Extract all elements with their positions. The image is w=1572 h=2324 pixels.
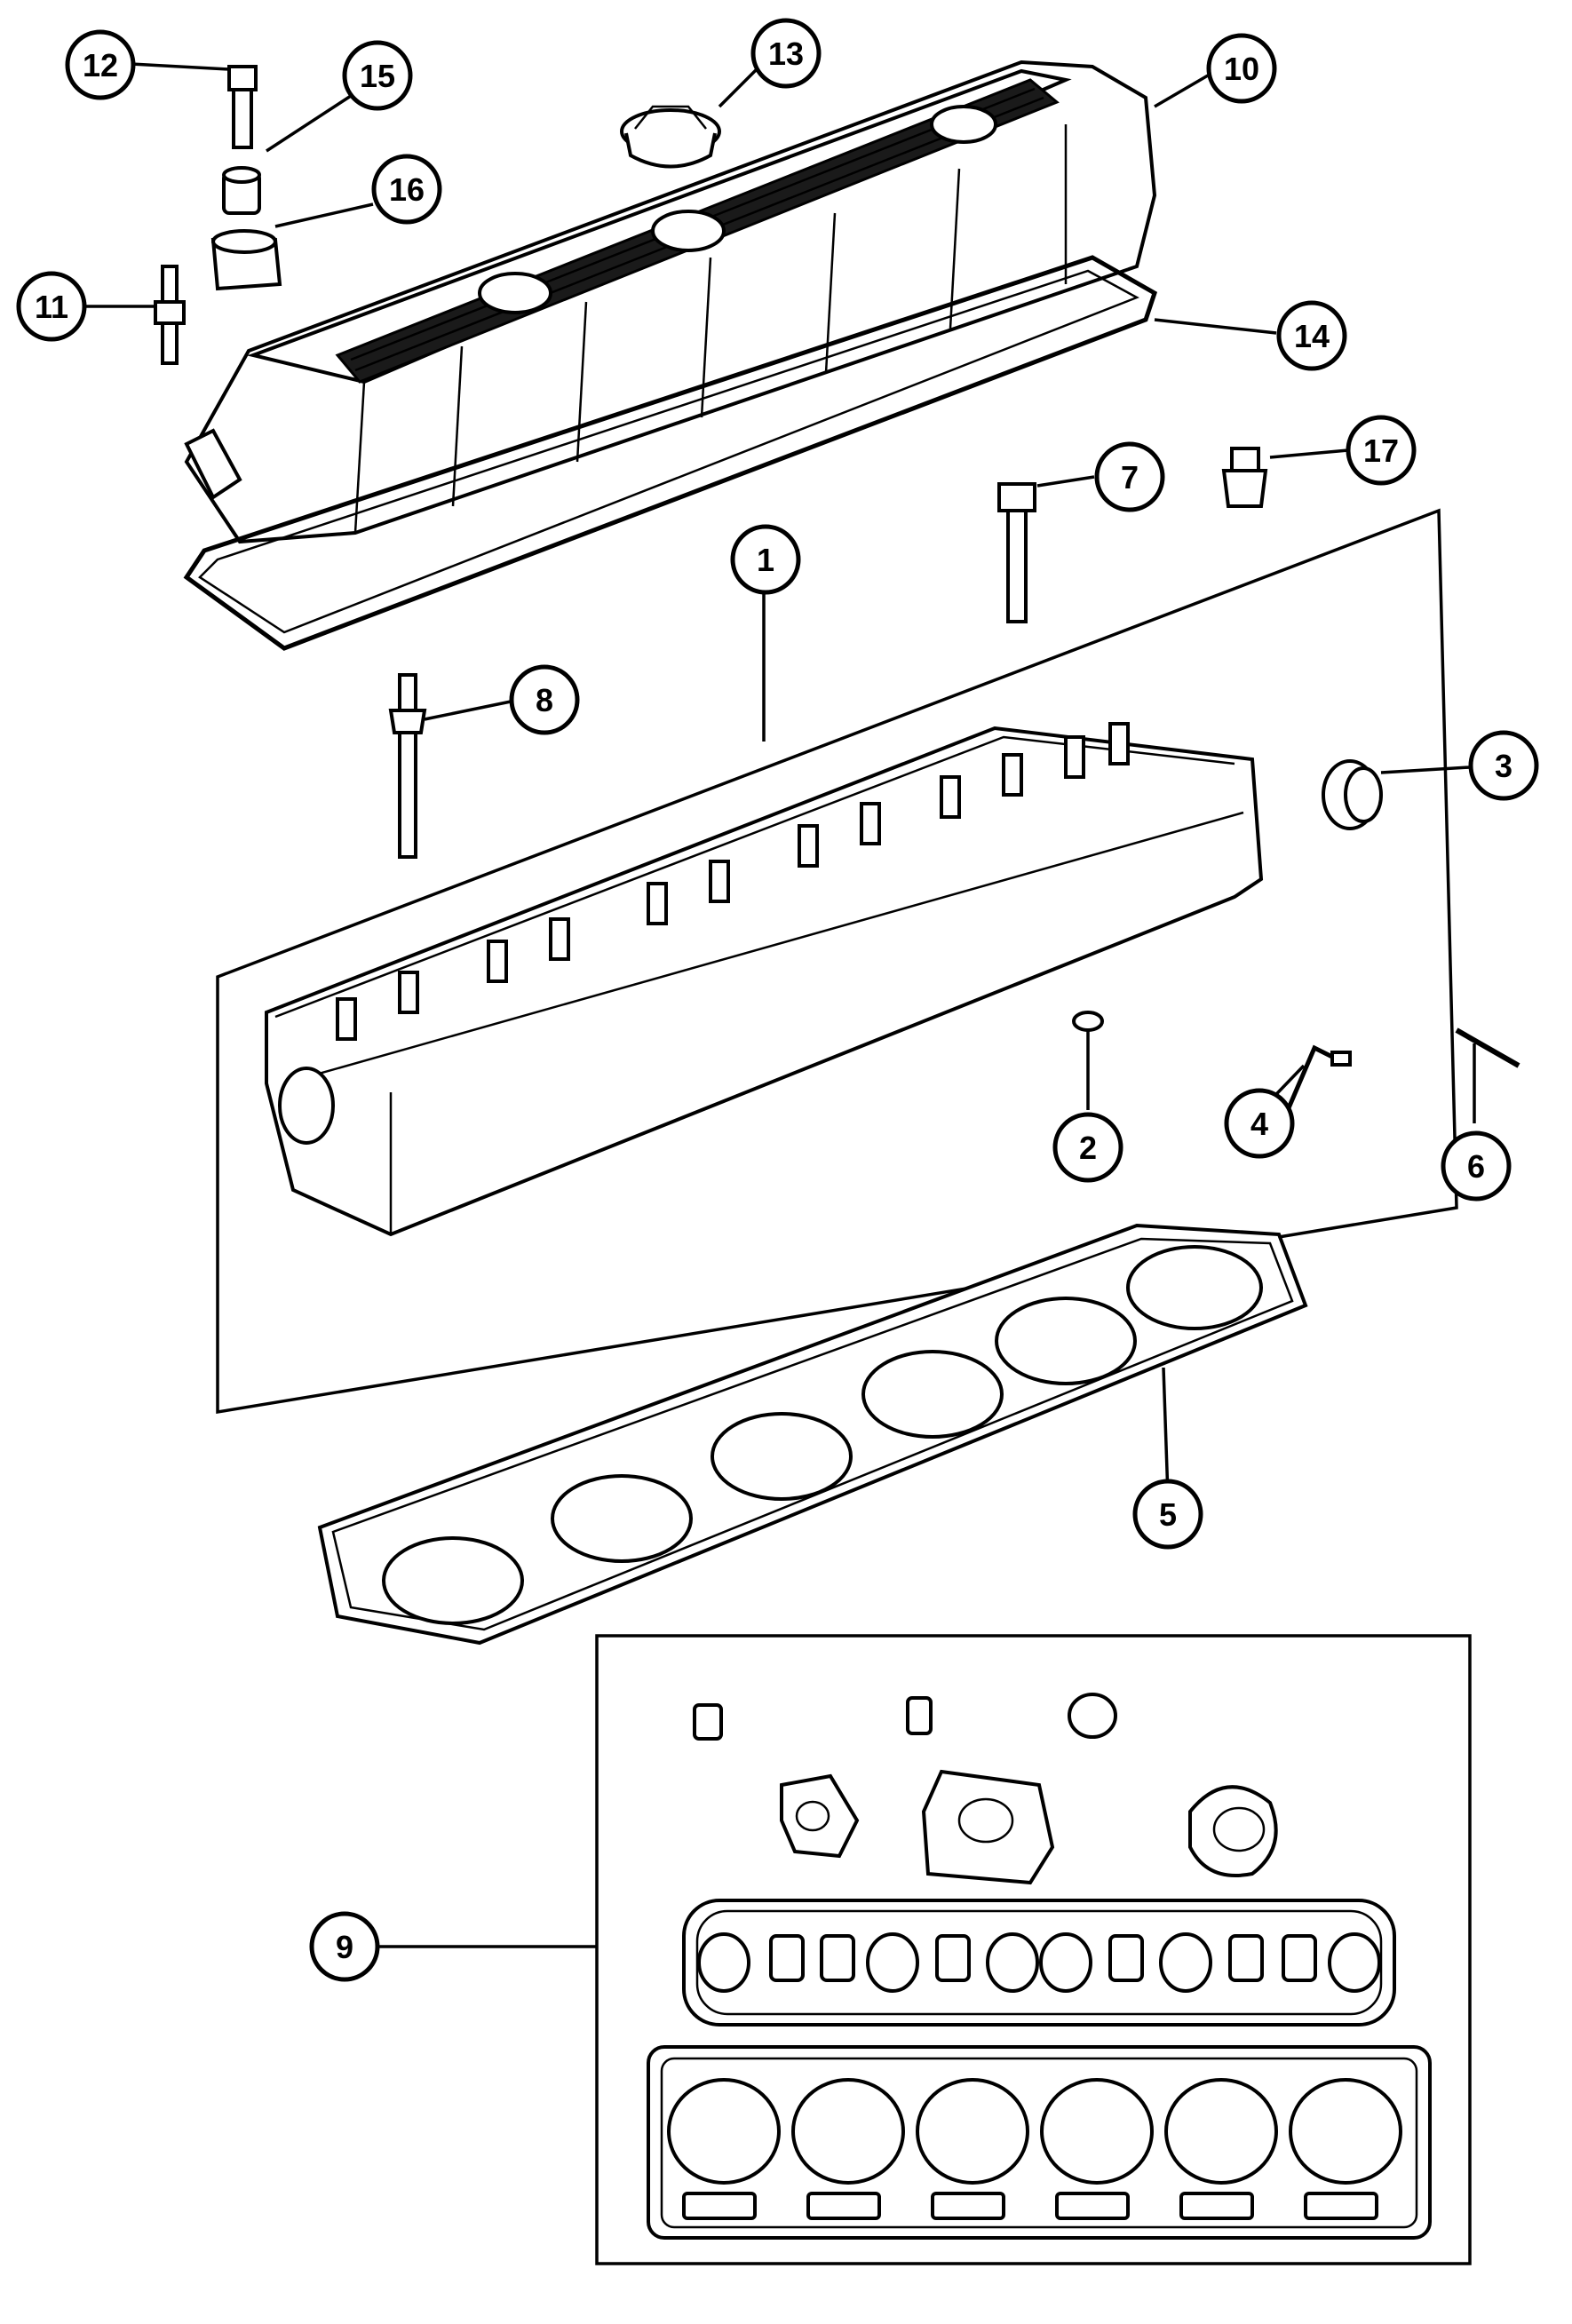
callout-12: 12: [65, 29, 136, 100]
valve-cover-gasket: [183, 255, 1158, 651]
grommet-15: [222, 166, 261, 215]
callout-12-label: 12: [83, 47, 118, 83]
callout-8-label: 8: [536, 682, 553, 718]
leader-14: [1154, 318, 1277, 335]
plug-17: [1221, 447, 1268, 508]
callout-1: 1: [730, 524, 801, 595]
callout-5: 5: [1132, 1479, 1203, 1550]
bolt-12: [227, 65, 258, 149]
leader-7: [1036, 475, 1095, 488]
callout-9: 9: [309, 1911, 380, 1982]
cap-3: [1322, 759, 1383, 830]
leader-15: [266, 94, 352, 153]
callout-15: 15: [342, 40, 413, 111]
leader-16: [274, 202, 374, 228]
leader-3: [1380, 765, 1471, 774]
callout-16-label: 16: [389, 171, 425, 208]
callout-13-label: 13: [768, 36, 804, 72]
pin-4: [1285, 1044, 1352, 1111]
head-gasket: [317, 1223, 1308, 1646]
leader-13: [718, 65, 761, 108]
callout-13: 13: [750, 18, 822, 89]
callout-10: 10: [1206, 33, 1277, 104]
stud-11: [154, 265, 186, 365]
cylinder-head: [265, 722, 1264, 1237]
callout-2: 2: [1052, 1112, 1123, 1183]
callout-9-label: 9: [336, 1929, 353, 1965]
leader-10: [1154, 74, 1209, 108]
head-bosses: [336, 722, 1130, 1041]
callout-10-label: 10: [1224, 51, 1259, 87]
callouts: 12 15 13 10 16 11 14 17 7 1 8 3 4 2 6 5 …: [16, 18, 1539, 1982]
stud-8: [388, 673, 427, 859]
callout-11: 11: [16, 271, 87, 342]
callout-16: 16: [371, 154, 442, 225]
leader-8: [424, 700, 512, 721]
callout-14: 14: [1276, 300, 1347, 371]
callout-4-label: 4: [1250, 1106, 1268, 1142]
callout-14-label: 14: [1294, 318, 1330, 354]
callout-5-label: 5: [1159, 1496, 1177, 1533]
callout-3-label: 3: [1495, 748, 1512, 784]
callout-2-label: 2: [1079, 1130, 1097, 1166]
callout-15-label: 15: [360, 58, 395, 94]
stud-6: [1455, 1027, 1520, 1068]
callout-8: 8: [509, 664, 580, 735]
callout-7: 7: [1094, 441, 1165, 512]
cylinder-head-frame: [216, 508, 1458, 1415]
grommet-16: [210, 229, 282, 291]
callout-17-label: 17: [1363, 432, 1399, 469]
callout-11-label: 11: [35, 289, 68, 325]
leader-5: [1162, 1367, 1170, 1497]
callout-1-label: 1: [757, 542, 774, 578]
bolt-7: [997, 482, 1036, 623]
callout-6-label: 6: [1467, 1148, 1485, 1185]
callout-7-label: 7: [1121, 459, 1139, 496]
leader-17: [1269, 448, 1349, 459]
gasket-set-frame: [595, 1634, 1472, 2265]
cup-plug-2: [1072, 1011, 1104, 1032]
callout-3: 3: [1468, 730, 1539, 801]
callout-4: 4: [1224, 1088, 1295, 1159]
callout-17: 17: [1346, 415, 1417, 486]
gasket-set: [647, 1693, 1432, 2240]
oil-filler-cap-13: [620, 105, 721, 169]
callout-6: 6: [1441, 1130, 1512, 1202]
